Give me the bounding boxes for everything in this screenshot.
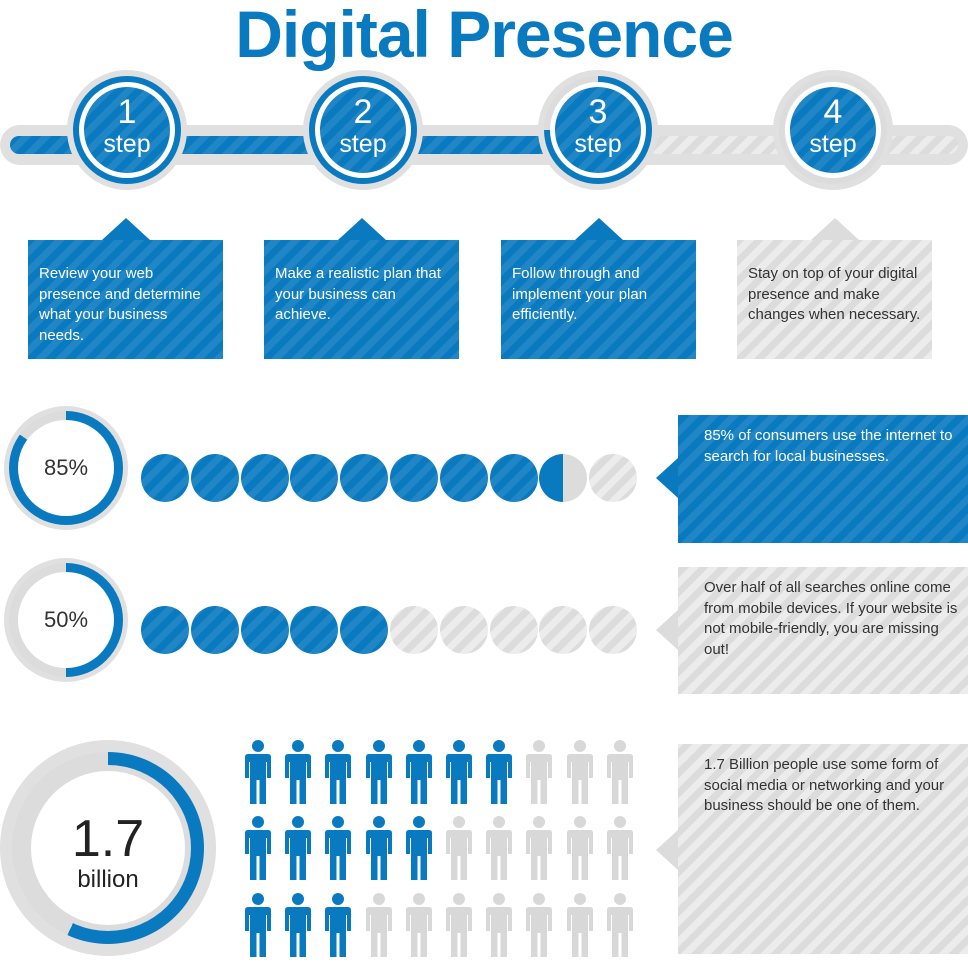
person-icon (244, 893, 272, 959)
billion-value: 1.7 (71, 810, 145, 868)
stat-callout: 85% of consumers use the internet to sea… (678, 415, 968, 543)
percent-dot (539, 454, 588, 502)
person-icon (324, 893, 352, 959)
person-icon (566, 816, 594, 882)
step-number: 4 (823, 93, 843, 131)
percent-gauge: 50% (4, 558, 128, 682)
step-4-description: Stay on top of your digital presence and… (737, 240, 932, 359)
person-icon (566, 740, 594, 806)
person-icon (525, 893, 553, 959)
step-box-pointer (338, 218, 386, 240)
person-icon (445, 893, 473, 959)
callout-pointer (656, 830, 678, 870)
step-number: 2 (353, 93, 373, 131)
step-box-pointer (575, 218, 623, 240)
step-2-description: Make a realistic plan that your business… (264, 240, 459, 359)
percent-dot (290, 454, 339, 502)
percent-dot (240, 454, 289, 502)
person-icon (365, 816, 393, 882)
person-icon (365, 740, 393, 806)
person-icon (525, 816, 553, 882)
step-word: step (574, 130, 622, 158)
person-icon (566, 893, 594, 959)
percent-dot (141, 606, 189, 654)
person-icon (405, 740, 433, 806)
percent-dot (190, 454, 239, 502)
step-word: step (809, 130, 857, 158)
person-icon (284, 893, 312, 959)
step-box-pointer (811, 218, 859, 240)
callout-pointer (656, 610, 678, 650)
person-icon (485, 816, 513, 882)
person-icon (485, 740, 513, 806)
person-icon (244, 816, 272, 882)
percent-dot (489, 606, 538, 654)
percent-dots (141, 606, 639, 656)
step-3-description: Follow through and implement your plan e… (501, 240, 696, 359)
person-icon (445, 740, 473, 806)
percent-gauge: 85% (4, 406, 128, 530)
person-icon (485, 893, 513, 959)
gauge-center: 85% (18, 420, 114, 516)
percent-dots (141, 454, 639, 504)
person-icon (525, 740, 553, 806)
percent-dot (240, 606, 289, 654)
person-icon (365, 893, 393, 959)
percent-dot (390, 454, 438, 502)
percent-dot (439, 454, 488, 502)
callout-pointer (656, 458, 678, 498)
step-1-description: Review your web presence and determine w… (28, 240, 223, 359)
percent-dot (539, 606, 588, 654)
percent-dot (340, 606, 389, 654)
people-callout: 1.7 Billion people use some form of soci… (678, 744, 968, 954)
person-icon (606, 816, 634, 882)
percent-dot (589, 454, 638, 502)
step-box-pointer (102, 218, 150, 240)
percent-dot (439, 606, 488, 654)
stat-callout: Over half of all searches online come fr… (678, 567, 968, 694)
gauge-center: 50% (18, 572, 114, 668)
step-word: step (339, 130, 387, 158)
step-number: 1 (117, 93, 137, 131)
percent-dot (141, 454, 189, 502)
percent-dot (589, 606, 638, 654)
person-icon (606, 740, 634, 806)
step-number: 3 (588, 93, 608, 131)
person-icon (244, 740, 272, 806)
percent-dot (190, 606, 239, 654)
percent-dot (290, 606, 339, 654)
person-icon (405, 816, 433, 882)
percent-dot (340, 454, 389, 502)
person-icon (324, 816, 352, 882)
person-icon (445, 816, 473, 882)
person-icon (284, 816, 312, 882)
person-icon (405, 893, 433, 959)
person-icon (606, 893, 634, 959)
person-icon (324, 740, 352, 806)
page-title: Digital Presence (235, 0, 734, 71)
billion-unit: billion (77, 866, 139, 893)
percent-dot (489, 454, 538, 502)
step-word: step (103, 130, 151, 158)
percent-dot (390, 606, 438, 654)
person-icon (284, 740, 312, 806)
